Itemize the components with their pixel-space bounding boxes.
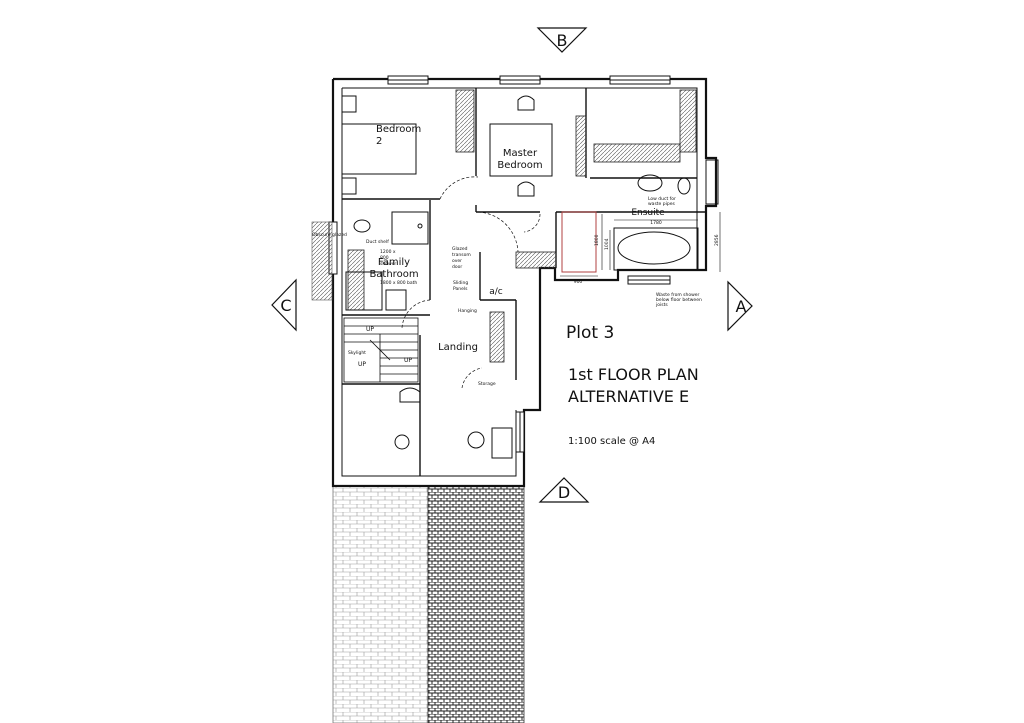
- annotation-skylight: Skylight: [348, 350, 366, 356]
- annotation-glazed-3: over: [452, 258, 462, 264]
- room-label-bedroom2-line2: 2: [376, 136, 382, 147]
- obscure-glazed-panel: [311, 221, 333, 301]
- section-marker-d: [538, 477, 590, 503]
- paving-dark: [427, 485, 525, 723]
- annotation-glazed-1: Glazed: [452, 246, 468, 252]
- annotation-sliding-2: Panels: [453, 286, 468, 292]
- annotation-duct-shelf: Duct shelf: [366, 239, 389, 245]
- room-label-family-line2: Bathroom: [369, 269, 418, 280]
- annotation-bath-size: 1800 x 800 bath: [380, 280, 417, 286]
- annotation-up-1: UP: [366, 326, 374, 333]
- section-label-b: B: [557, 31, 568, 50]
- room-label-landing: Landing: [438, 342, 478, 353]
- annotation-waste-2: below floor between: [656, 297, 702, 303]
- annotation-glazed-4: door: [452, 264, 462, 270]
- annotation-shower-size-2: 800: [380, 255, 389, 261]
- annotation-waste-3: joists: [655, 302, 668, 308]
- paving-light: [332, 485, 429, 723]
- beds: [341, 95, 553, 195]
- door-swings: [401, 176, 541, 389]
- room-label-bedroom2-line1: Bedroom: [376, 124, 421, 135]
- room-label-ac: a/c: [489, 287, 503, 297]
- annotation-sliding-1: Sliding: [453, 280, 468, 286]
- section-marker-c: [271, 278, 297, 332]
- dimension-wc-width: 900: [574, 279, 583, 285]
- section-label-c: C: [280, 296, 291, 315]
- room-label-ensuite: Ensuite: [631, 208, 665, 218]
- annotation-up-3: UP: [404, 357, 412, 364]
- annotation-obscure-glazed: Obscure glazed: [312, 232, 347, 238]
- chairs: [394, 95, 535, 450]
- section-label-d: D: [558, 483, 570, 502]
- room-label-master-line1: Master: [503, 148, 538, 159]
- annotation-storage: Storage: [478, 381, 496, 387]
- room-label-family-line1: Family: [378, 257, 410, 268]
- dimension-ensuite-width: 1780: [650, 220, 662, 226]
- dimension-bath-depth: 1004: [604, 238, 610, 250]
- side-projection: [705, 159, 719, 205]
- annotation-low-duct-2: waste pipes: [648, 201, 675, 207]
- annotation-hanging: Hanging: [458, 308, 477, 314]
- annotation-shower-size-1: 1200 x: [380, 249, 396, 255]
- section-marker-a: [727, 280, 753, 332]
- windows: [328, 75, 671, 453]
- dimension-shower-depth: 1800: [594, 234, 600, 246]
- dimension-ensuite-depth: 2856: [714, 234, 720, 246]
- section-marker-b: [536, 27, 588, 53]
- dimension-lines: [560, 212, 721, 277]
- stairs: [343, 317, 419, 383]
- bathroom-fittings: [345, 174, 699, 459]
- annotation-waste-1: Waste from shower: [656, 292, 700, 298]
- plan-title-line2: ALTERNATIVE E: [568, 387, 689, 406]
- plan-title-line1: 1st FLOOR PLAN: [568, 365, 699, 384]
- annotation-low-duct-1: Low duct for: [648, 196, 676, 202]
- annotation-shower-size-3: shower: [380, 261, 396, 267]
- scale-note: 1:100 scale @ A4: [568, 436, 655, 447]
- wardrobes: [347, 89, 697, 363]
- section-label-a: A: [736, 297, 747, 316]
- room-label-master-line2: Bedroom: [497, 160, 542, 171]
- annotation-glazed-2: transom: [452, 252, 471, 258]
- annotation-up-2: UP: [358, 361, 366, 368]
- plot-label: Plot 3: [566, 323, 614, 343]
